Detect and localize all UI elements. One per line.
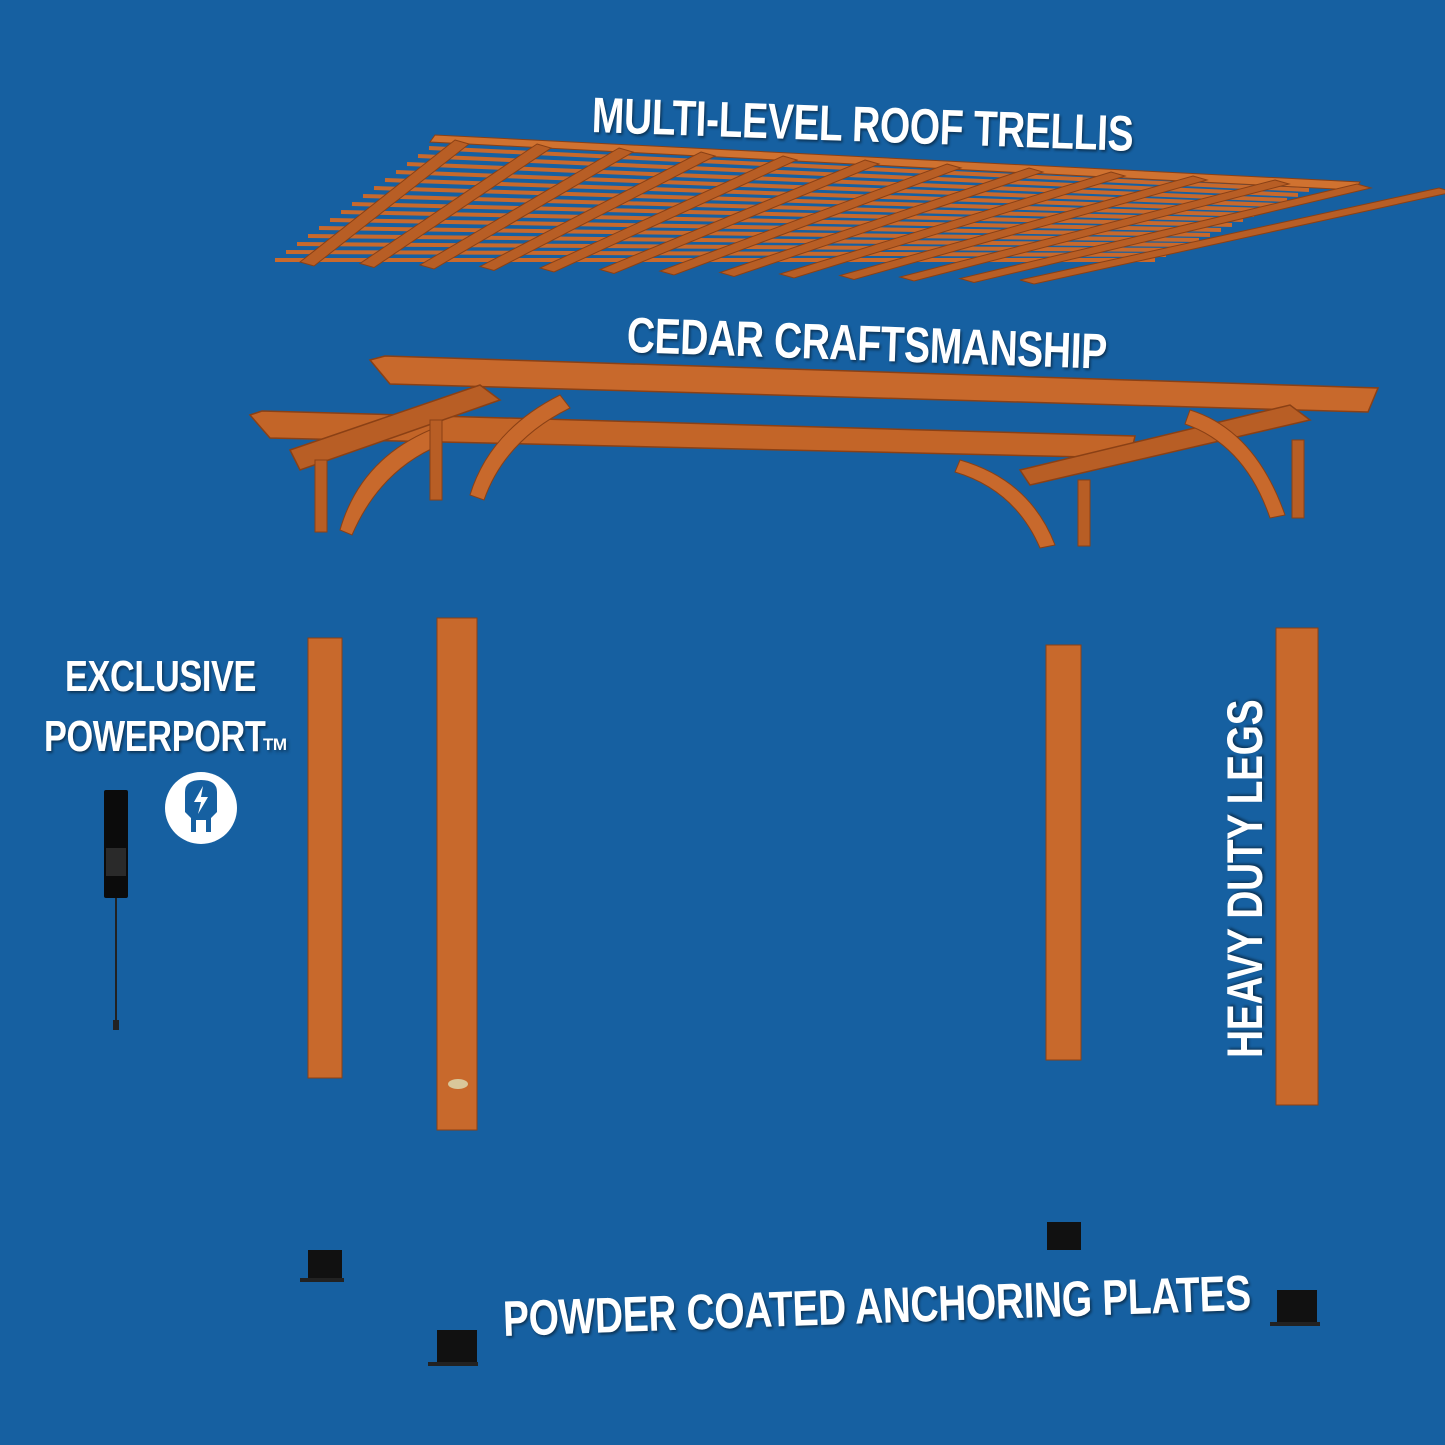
trellis-slat xyxy=(373,186,1255,217)
trellis-rafter xyxy=(838,175,1209,281)
trellis-slat xyxy=(362,194,1244,222)
trellis-slat xyxy=(329,218,1211,237)
trellis-rafter xyxy=(898,179,1291,282)
left-cross-beam xyxy=(288,384,502,471)
powerport-device xyxy=(104,790,128,1030)
trellis-rafter xyxy=(298,139,471,267)
cedar-beams xyxy=(248,355,1380,549)
post-stub xyxy=(429,419,443,501)
heavy-duty-legs-label: HEAVY DUTY LEGS xyxy=(1217,699,1273,1058)
post-stub xyxy=(314,459,328,533)
anchor-plate xyxy=(1047,1222,1081,1250)
trademark-label: TM xyxy=(263,735,287,754)
trellis-rafter xyxy=(598,159,881,275)
trellis-slat xyxy=(340,210,1222,232)
trellis-rafter xyxy=(958,183,1373,284)
logo-badge xyxy=(448,1079,468,1089)
trellis-rafter xyxy=(718,167,1045,278)
trellis-rafter xyxy=(418,147,635,270)
trellis-rafter xyxy=(778,171,1127,279)
trellis-slat xyxy=(428,146,1310,192)
trellis-rafter xyxy=(658,163,963,276)
power-plug-icon xyxy=(165,772,237,844)
bracket xyxy=(469,394,571,501)
roof-trellis xyxy=(275,134,1445,285)
bracket xyxy=(1184,409,1286,519)
bracket xyxy=(954,459,1056,549)
leg xyxy=(436,617,478,1131)
anchor-plate xyxy=(1270,1290,1320,1326)
anchoring-plates xyxy=(300,1222,1320,1366)
leg xyxy=(1045,644,1082,1061)
powerport-label-line1: EXCLUSIVE xyxy=(65,652,257,701)
trellis-rafter xyxy=(478,151,717,272)
upper-beam xyxy=(368,355,1380,413)
anchor-plate xyxy=(300,1250,344,1282)
trellis-rafter xyxy=(358,143,553,269)
trellis-rafter xyxy=(1019,187,1445,285)
post-stub xyxy=(1077,479,1091,547)
trellis-slat xyxy=(351,202,1233,227)
anchor-plate xyxy=(428,1330,478,1366)
leg xyxy=(1275,627,1319,1106)
leg xyxy=(307,637,343,1079)
post-stub xyxy=(1291,439,1305,519)
powerport-label-line2: POWERPORT xyxy=(44,712,266,761)
legs xyxy=(307,617,1319,1131)
trellis-rafter xyxy=(538,155,799,273)
